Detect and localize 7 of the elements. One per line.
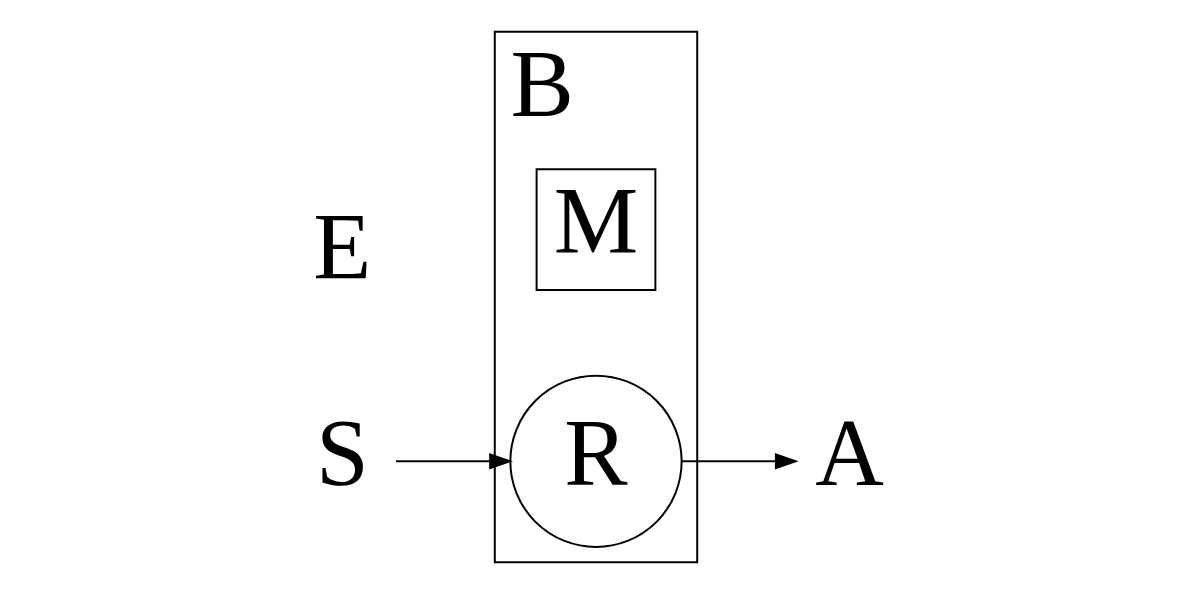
node-circle: R	[508, 374, 683, 548]
arrow	[680, 452, 799, 470]
node-text: A	[814, 399, 884, 506]
node-text: S	[315, 399, 369, 506]
arrow	[394, 452, 513, 470]
node-box: M	[535, 168, 656, 292]
label: E	[312, 193, 371, 300]
